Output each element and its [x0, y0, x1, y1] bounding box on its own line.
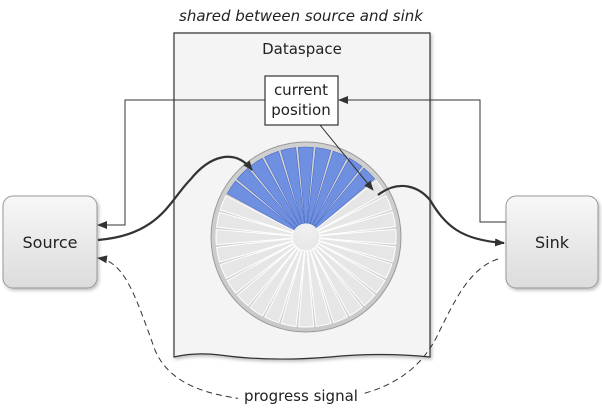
progress-signal-label: progress signal: [244, 387, 358, 405]
source-label: Source: [23, 233, 78, 252]
buffer-segment-empty: [216, 238, 294, 263]
buffer-segment-empty: [215, 211, 294, 237]
source-node: Source: [2, 195, 98, 289]
buffer-segment-empty: [215, 229, 293, 246]
data-flow-source-to-buffer: [97, 155, 253, 242]
data-flow-buffer-to-sink: [377, 184, 505, 247]
sink-label: Sink: [535, 233, 570, 252]
buffer-segment-empty: [298, 250, 315, 328]
current-position-pointer: [319, 124, 374, 191]
buffer-segment-filled: [309, 150, 348, 225]
buffer-segment-empty: [318, 237, 397, 263]
buffer-segment-empty: [318, 211, 396, 236]
buffer-segment-empty: [307, 249, 332, 327]
buffer-segment-empty: [236, 245, 298, 307]
dataspace-label: Dataspace: [262, 40, 342, 58]
buffer-segment-empty: [314, 245, 376, 307]
buffer-segment-filled: [307, 147, 332, 224]
diagram-caption: shared between source and sink: [179, 7, 424, 25]
buffer-segment-empty: [226, 243, 296, 294]
buffer-segment-filled: [264, 150, 303, 225]
position-update-from-sink: [338, 96, 506, 223]
buffer-segment-filled: [226, 180, 296, 231]
buffer-segment-filled: [280, 147, 305, 224]
buffer-segment-filled: [297, 146, 314, 224]
buffer-segment-empty: [309, 248, 349, 324]
buffer-segment-empty: [219, 240, 295, 280]
buffer-segment-empty: [264, 248, 303, 324]
current-position-label-2: position: [271, 101, 330, 119]
buffer-segment-empty: [219, 195, 295, 234]
buffer-segment-empty: [249, 247, 300, 317]
ring-buffer: [210, 141, 402, 333]
position-feedback-to-source: [97, 99, 265, 229]
buffer-segment-empty: [317, 194, 393, 234]
buffer-segment-empty: [319, 228, 397, 245]
buffer-segment-filled: [312, 157, 363, 227]
current-position-label-1: current: [274, 81, 328, 99]
buffer-segment-empty: [316, 180, 386, 231]
buffer-segment-filled: [314, 167, 376, 229]
buffer-segment-empty: [280, 249, 306, 328]
buffer-segment-empty: [317, 240, 393, 279]
buffer-segment-filled: [236, 167, 298, 229]
buffer-segment-empty: [312, 247, 363, 317]
sink-node: Sink: [505, 195, 599, 289]
buffer-segment-empty: [316, 243, 386, 294]
current-position-box: current position: [264, 75, 339, 126]
